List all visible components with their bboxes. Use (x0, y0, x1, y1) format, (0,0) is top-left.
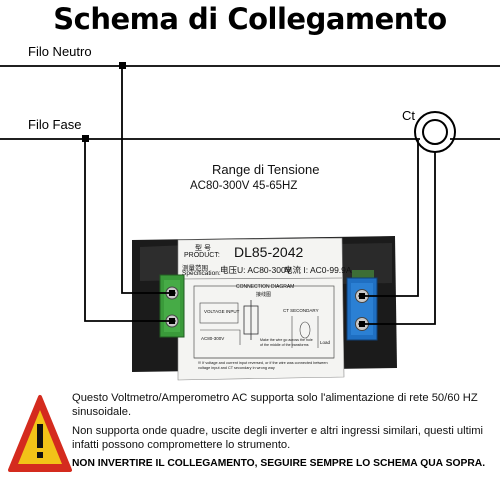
voltage-input-label: VOLTAGE INPUT (204, 309, 240, 314)
model-name: DL85-2042 (234, 244, 304, 260)
ct-wire-left (362, 140, 419, 297)
plate-warning-text: !!! If voltage and current input reverse… (198, 361, 328, 370)
neutral-to-meter-wire (121, 66, 172, 294)
neutral-junction (119, 62, 126, 69)
product-label: PRODUCT: (184, 252, 220, 259)
current-transformer (414, 111, 456, 153)
warning-message: NON INVERTIRE IL COLLEGAMENTO, SEGUIRE S… (72, 458, 486, 469)
voltage-spec: 电压U: AC80-300V (220, 265, 292, 275)
voltage-range-value: AC80-300V 45-65HZ (190, 180, 298, 192)
connection-diagram-title: CONNECTION DIAGRAM (236, 284, 295, 290)
phase-wire-label: Filo Fase (28, 117, 82, 132)
power-label: AC80-300V (201, 336, 225, 341)
warning-triangle-icon (8, 395, 72, 472)
phase-junction (82, 135, 89, 142)
ct-wire-right (362, 152, 436, 325)
phase-to-meter-wire (84, 139, 172, 322)
current-spec: 电流 I: AC0-99.9A (284, 265, 352, 275)
note-line-1: Questo Voltmetro/Amperometro AC supporta… (72, 392, 478, 418)
current-terminal-block (346, 277, 378, 341)
spec-prefix: 测量范围 (182, 265, 208, 272)
voltage-range-title: Range di Tensione (212, 162, 320, 177)
model-prefix: 型 号 (195, 245, 211, 252)
connection-diagram-subtitle: 接线图 (256, 292, 272, 298)
spec-label: Specification: (182, 270, 221, 277)
ct-secondary-label: CT SECONDARY (283, 308, 319, 313)
neutral-wire-label: Filo Neutro (28, 44, 92, 59)
load-label: Load (320, 340, 331, 345)
page-title: Schema di Collegamento (53, 2, 447, 36)
wire-note: Make the wire go across the hole of the … (260, 338, 313, 347)
ct-label: Ct (402, 108, 415, 123)
voltage-terminal-block (159, 274, 185, 338)
note-line-2: Non supporta onde quadre, uscite degli i… (72, 425, 484, 451)
